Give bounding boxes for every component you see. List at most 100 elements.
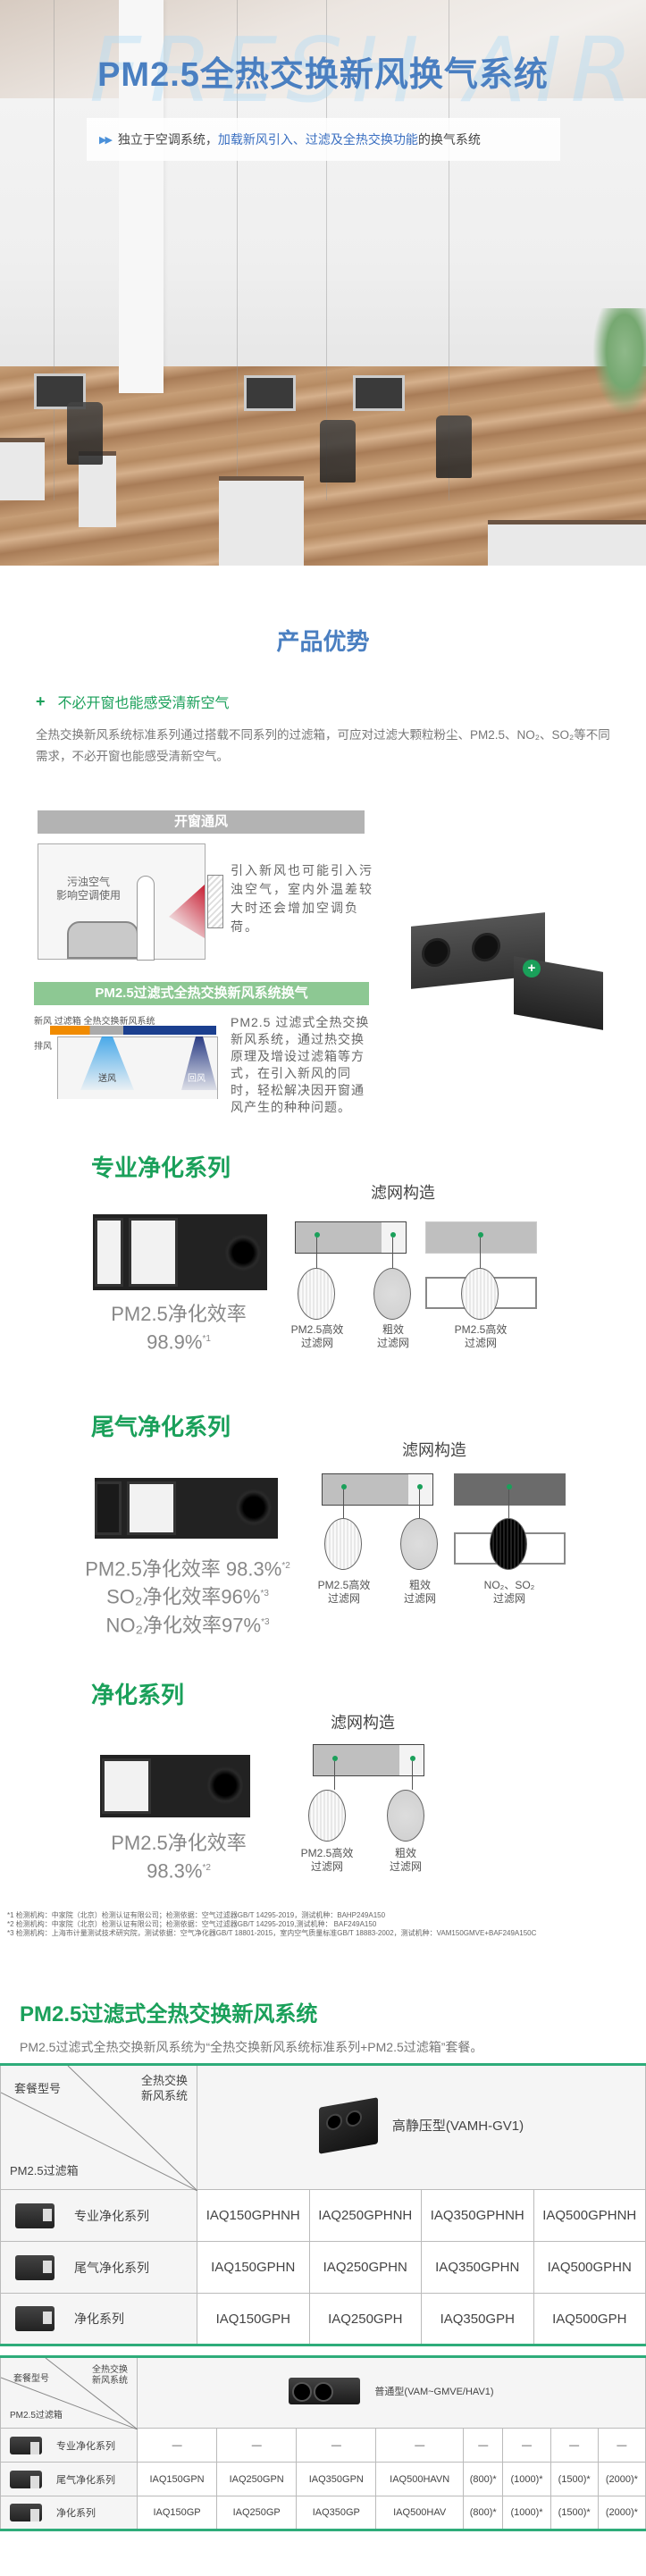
marker-dot (341, 1484, 347, 1489)
outlet-icon (236, 1489, 272, 1526)
model-cell: — (216, 2428, 298, 2463)
model-cell: (800)* (462, 2496, 504, 2530)
advantage-point-title: 不必开窗也能感受清新空气 (57, 696, 230, 711)
table-row: 尾气净化系列 IAQ150GPHN IAQ250GPHN IAQ350GPHN … (0, 2241, 646, 2294)
hero-tagline: ▶▶ 独立于空调系统， 加载新风引入、过滤及全热交换功能 的换气系统 (87, 118, 560, 161)
chair-image (67, 402, 103, 465)
filter-stack-bar (295, 1221, 407, 1254)
table-row: 专业净化系列 — — — — — — — — (0, 2428, 646, 2463)
model-cell: (2000)* (597, 2462, 646, 2496)
model-cell: IAQ150GP (136, 2496, 218, 2530)
model-cell: IAQ350GPH (421, 2293, 534, 2345)
series-professional: 专业净化系列 PM2.5净化效率 98.9%*1 滤网构造 PM2.5高效过滤网… (0, 1125, 646, 1384)
series-name: 专业净化系列 (91, 1154, 231, 1181)
plant-image (592, 308, 646, 415)
filter-box-icon (10, 2436, 42, 2454)
hepa-filter-icon (298, 1268, 335, 1320)
filter-box-image (93, 1214, 267, 1290)
model-cell: IAQ350GPN (296, 2462, 377, 2496)
filter-box-icon (10, 2504, 42, 2521)
hero-pillar (119, 0, 164, 393)
series-name: 尾气净化系列 (91, 1414, 231, 1440)
duct-labels: 新风 过滤箱 全热交换新风系统 (34, 1017, 155, 1027)
desk-image (488, 520, 646, 566)
package-table-high-static: 套餐型号 全热交换新风系统 PM2.5过滤箱 高静压型(VAMH-GV1) 专业… (0, 2063, 646, 2346)
sofa-icon (67, 921, 138, 959)
duct-port-icon (472, 931, 500, 963)
filter-stack-bar (313, 1744, 424, 1776)
bottom-spacer (0, 2531, 646, 2576)
marker-dot (315, 1232, 320, 1238)
package-description: PM2.5过滤式全热交换新风系统为“全热交换新风系统标准系列+PM2.5过滤箱”… (20, 2040, 483, 2054)
window-icon (207, 875, 223, 928)
hepa-filter-icon (308, 1790, 346, 1842)
model-cell: (1000)* (502, 2462, 551, 2496)
supply-air-label: 送风 (98, 1074, 116, 1084)
outlet-icon (207, 1766, 243, 1805)
hero-banner: FRESH AIR PM2.5全热交换新风换气系统 ▶▶ 独立于空调系统， 加载… (0, 0, 646, 566)
model-cell: (2000)* (597, 2496, 646, 2530)
model-cell: IAQ150GPHNH (197, 2189, 310, 2242)
advantage-point-heading: + 不必开窗也能感受清新空气 (36, 691, 646, 712)
system-ventilation-bar: PM2.5过滤式全热交换新风系统换气 (34, 982, 369, 1005)
glass-partition (54, 0, 55, 500)
chair-image (436, 415, 472, 478)
unit-type-header: 普通型(VAM~GMVE/HAV1) (137, 2356, 646, 2429)
table-row: 尾气净化系列 IAQ150GPN IAQ250GPN IAQ350GPN IAQ… (0, 2462, 646, 2496)
model-cell: (1500)* (550, 2462, 599, 2496)
table-corner-header: 套餐型号 全热交换新风系统 PM2.5过滤箱 (0, 2064, 197, 2191)
chair-image (320, 420, 356, 482)
filter-box-icon (15, 2254, 55, 2280)
model-cell: IAQ150GPN (136, 2462, 218, 2496)
row-header: 专业净化系列 (0, 2428, 138, 2463)
polluted-air-label: 污浊空气 影响空调使用 (56, 876, 122, 902)
model-cell: IAQ250GPH (308, 2293, 422, 2345)
series-purification: 净化系列 PM2.5净化效率 98.3%*2 滤网构造 PM2.5高效过滤网 粗… (0, 1652, 646, 1911)
footnote: *1 检测机构：中家院（北京）检测认证有限公司；检测依据：空气过滤器GB/T 1… (7, 1911, 386, 1919)
model-cell: IAQ250GP (216, 2496, 298, 2530)
plus-icon: + (36, 692, 46, 710)
package-table-standard: 套餐型号 全热交换新风系统 PM2.5过滤箱 普通型(VAM~GMVE/HAV1… (0, 2355, 646, 2531)
footnote: *2 检测机构：中家院（北京）检测认证有限公司；检测依据：空气过滤器GB/T 1… (7, 1920, 377, 1928)
hepa-filter-icon (324, 1518, 362, 1570)
structure-title: 滤网构造 (402, 1441, 466, 1459)
series-exhaust: 尾气净化系列 PM2.5净化效率 98.3%*2 SO₂净化效率96%*3 NO… (0, 1384, 646, 1652)
filter-stack-bar (425, 1221, 537, 1254)
filter-label: 粗效过滤网 (403, 1579, 436, 1605)
filter-label: PM2.5高效过滤网 (454, 1323, 508, 1349)
carbon-filter-icon (490, 1518, 527, 1570)
package-title: PM2.5过滤式全热交换新风系统 (20, 2002, 318, 2026)
filter-box-icon (15, 2203, 55, 2228)
exhaust-label: 排风 (34, 1042, 52, 1052)
footnotes: *1 检测机构：中家院（北京）检测认证有限公司；检测依据：空气过滤器GB/T 1… (7, 1911, 646, 1938)
advantage-description: 全热交换新风系统标准系列通过搭载不同系列的过滤箱，可应对过滤大颗粒粉尘、PM2.… (36, 728, 610, 763)
tagline-prefix: 独立于空调系统， (117, 132, 218, 147)
model-cell: IAQ250GPHN (308, 2241, 422, 2294)
filter-stack-bar (322, 1473, 433, 1506)
row-header: 专业净化系列 (0, 2189, 197, 2242)
system-ventilation-desc: PM2.5 过滤式全热交换新风系统，通过热交换原理及增设过滤箱等方式，在引入新风… (231, 1015, 370, 1114)
marker-dot (478, 1232, 483, 1238)
row-header: 净化系列 (0, 2293, 197, 2345)
model-cell: IAQ250GPHNH (308, 2189, 422, 2242)
duct-port-icon (422, 936, 450, 969)
model-cell: — (502, 2428, 551, 2463)
table-corner-header: 套餐型号 全热交换新风系统 PM2.5过滤箱 (0, 2356, 138, 2429)
hero-title: PM2.5全热交换新风换气系统 (97, 56, 549, 94)
model-cell: — (375, 2428, 464, 2463)
outlet-icon (225, 1234, 261, 1271)
row-header: 尾气净化系列 (0, 2462, 138, 2496)
diagonal-lines (1, 2066, 197, 2191)
erv-unit-icon (289, 2377, 361, 2404)
unit-type-header: 高静压型(VAMH-GV1) (197, 2064, 646, 2190)
filter-box-icon (15, 2306, 55, 2331)
coarse-filter-icon (400, 1518, 438, 1570)
monitor-image (353, 375, 405, 411)
model-cell: — (462, 2428, 504, 2463)
window-ventilation-desc: 引入新风也可能引入污浊空气，室内外温差较大时还会增加空调负荷。 (231, 863, 373, 934)
model-cell: IAQ500GPHN (533, 2241, 646, 2294)
outdoor-air-icon (169, 885, 205, 938)
model-cell: (800)* (462, 2462, 504, 2496)
model-cell: — (550, 2428, 599, 2463)
filter-stack-bar (454, 1473, 566, 1506)
